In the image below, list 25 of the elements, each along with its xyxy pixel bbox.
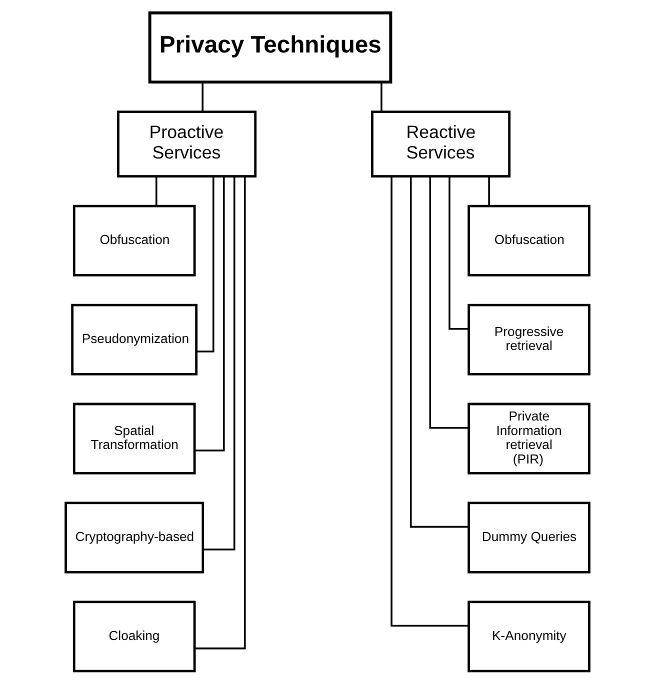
node-box: Cloaking	[72, 600, 196, 672]
connector	[194, 176, 246, 650]
connector	[410, 176, 469, 528]
connector	[429, 176, 469, 429]
node-box: Spatial Transformation	[72, 402, 196, 474]
connector	[488, 176, 490, 206]
node-box: Reactive Services	[371, 110, 511, 178]
connector	[202, 82, 204, 112]
node-box: Cryptography-based	[64, 502, 204, 574]
connector	[156, 176, 158, 206]
node-box: Progressive retrieval	[468, 304, 590, 376]
node-box: Privacy Techniques	[148, 11, 392, 84]
connector	[448, 176, 469, 330]
connector	[194, 176, 225, 452]
node-box: Dummy Queries	[468, 502, 590, 574]
node-box: Pseudonymization	[71, 304, 198, 376]
connector	[390, 176, 469, 627]
connector	[203, 176, 236, 550]
node-box: Proactive Services	[117, 110, 257, 178]
node-box: Private Information retrieval (PIR)	[468, 402, 590, 474]
node-box: Obfuscation	[72, 204, 196, 276]
node-box: K-Anonymity	[468, 600, 590, 672]
node-box: Obfuscation	[468, 204, 590, 276]
connector	[196, 176, 214, 352]
connector	[380, 82, 382, 112]
